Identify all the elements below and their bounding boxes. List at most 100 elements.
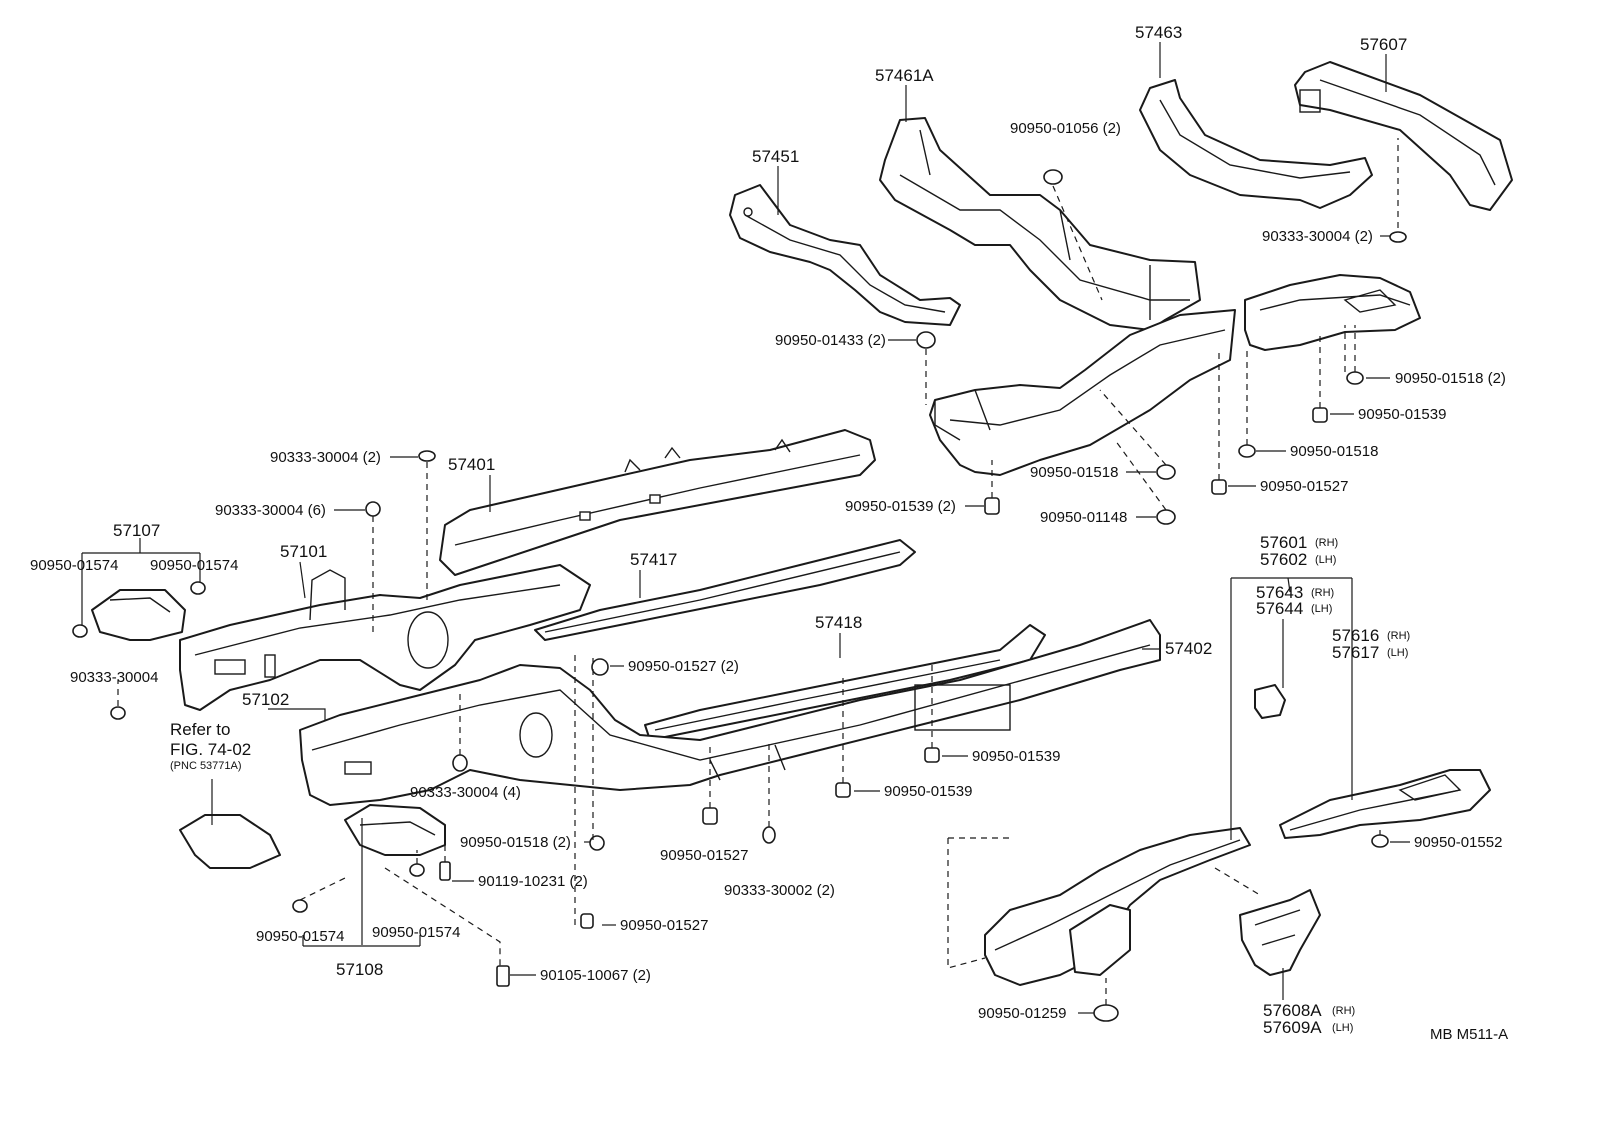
label-90950-01574-d: 90950-01574 [372, 924, 460, 941]
part-57418[interactable] [644, 624, 1046, 741]
part-labels: 57463 57607 57461A 90950-01056 (2) 57451… [30, 23, 1508, 1043]
label-57451: 57451 [752, 147, 799, 166]
fastener-9095001574-c[interactable] [292, 899, 308, 913]
fastener-9095001527-c[interactable] [702, 807, 718, 825]
fastener-9033330002[interactable] [762, 826, 776, 844]
part-57101[interactable] [179, 564, 591, 711]
label-90119-10231: 90119-10231 (2) [478, 873, 588, 890]
label-90333-30004-2-left: 90333-30004 (2) [270, 449, 381, 466]
label-57601-rh: (RH) [1315, 537, 1338, 549]
label-57461a: 57461A [875, 66, 934, 85]
label-90950-01574-c: 90950-01574 [256, 928, 344, 945]
fastener-9095001539-2[interactable] [984, 497, 1000, 515]
part-fig-74-02-bracket[interactable] [179, 814, 281, 869]
fastener-9095001574-a[interactable] [72, 624, 88, 638]
label-57643: 57643 [1256, 583, 1303, 602]
label-57608a-rh: (RH) [1332, 1005, 1355, 1017]
label-57643-rh: (RH) [1311, 587, 1334, 599]
label-pnc: (PNC 53771A) [170, 760, 242, 772]
leader-lines [81, 42, 1410, 1014]
label-90950-01518-2b: 90950-01518 (2) [460, 834, 571, 851]
label-90950-01518-r: 90950-01518 [1290, 443, 1378, 460]
fastener-9033330004-2-left[interactable] [418, 450, 436, 462]
fastener-9033330004[interactable] [110, 706, 126, 720]
part-57102[interactable] [299, 619, 1161, 806]
fastener-9095001539-r[interactable] [1312, 407, 1328, 423]
label-57609a-lh: (LH) [1332, 1022, 1353, 1034]
label-57608a: 57608A [1263, 1001, 1322, 1020]
label-57609a: 57609A [1263, 1018, 1322, 1037]
fastener-9011910231[interactable] [439, 861, 451, 881]
part-57608a[interactable] [1239, 889, 1321, 976]
label-90950-01539-r: 90950-01539 [1358, 406, 1446, 423]
label-57616: 57616 [1332, 626, 1379, 645]
fastener-9033330004-6[interactable] [365, 501, 381, 517]
fastener-9095001056[interactable] [1043, 169, 1063, 185]
label-57417: 57417 [630, 550, 677, 569]
fastener-9033330004-4[interactable] [452, 754, 468, 772]
label-57607: 57607 [1360, 35, 1407, 54]
label-90950-01527-c: 90950-01527 [660, 847, 748, 864]
label-refer-to: Refer to [170, 720, 230, 739]
fastener-9095001539-c2[interactable] [835, 782, 851, 798]
fastener-9095001527-d[interactable] [580, 913, 594, 929]
label-57644-lh: (LH) [1311, 603, 1332, 615]
part-57451[interactable] [729, 184, 961, 326]
label-90105-10067: 90105-10067 (2) [540, 967, 651, 984]
label-90333-30004: 90333-30004 [70, 669, 158, 686]
fastener-9095001518-2b[interactable] [589, 835, 605, 851]
part-57108[interactable] [344, 804, 446, 856]
label-57402: 57402 [1165, 639, 1212, 658]
part-rear-member-right[interactable] [1244, 274, 1421, 351]
label-57601: 57601 [1260, 533, 1307, 552]
part-57601[interactable] [984, 827, 1251, 986]
fastener-9095001527-r[interactable] [1211, 479, 1227, 495]
part-57607[interactable] [1294, 61, 1513, 211]
part-57643[interactable] [1254, 684, 1286, 719]
fastener-9095001518-mid[interactable] [1156, 464, 1176, 480]
label-90333-30004-4: 90333-30004 (4) [410, 784, 521, 801]
part-57107[interactable] [91, 589, 186, 641]
label-57617: 57617 [1332, 643, 1379, 662]
label-57602: 57602 [1260, 550, 1307, 569]
fastener-9095001574-b[interactable] [190, 581, 206, 595]
fastener-9095001259[interactable] [1093, 1004, 1119, 1022]
part-57461a[interactable] [879, 117, 1201, 331]
fastener-9095001552[interactable] [1371, 834, 1389, 848]
fastener-9095001518-r[interactable] [1238, 444, 1256, 458]
label-57101: 57101 [280, 542, 327, 561]
label-90950-01574-a: 90950-01574 [30, 557, 118, 574]
label-90950-01518-mid: 90950-01518 [1030, 464, 1118, 481]
label-90950-01433: 90950-01433 (2) [775, 332, 886, 349]
part-57401[interactable] [439, 429, 876, 576]
label-57401: 57401 [448, 455, 495, 474]
fastener-9095001574-d[interactable] [409, 863, 425, 877]
label-90950-01527-d: 90950-01527 [620, 917, 708, 934]
label-57616-rh: (RH) [1387, 630, 1410, 642]
part-57417[interactable] [534, 539, 916, 641]
fastener-9095001148[interactable] [1156, 509, 1176, 525]
label-90950-01527-r: 90950-01527 [1260, 478, 1348, 495]
fastener-9010510067[interactable] [496, 965, 510, 987]
label-90950-01552: 90950-01552 [1414, 834, 1502, 851]
part-57616[interactable] [1279, 769, 1491, 839]
label-57107: 57107 [113, 521, 160, 540]
fastener-9095001539-c1[interactable] [924, 747, 940, 763]
fastener-9095001433[interactable] [916, 331, 936, 349]
label-90950-01259: 90950-01259 [978, 1005, 1066, 1022]
label-90950-01527-2: 90950-01527 (2) [628, 658, 739, 675]
label-90950-01574-b: 90950-01574 [150, 557, 238, 574]
fastener-9095001518-2[interactable] [1346, 371, 1364, 385]
label-fig-74-02: FIG. 74-02 [170, 740, 251, 759]
label-90950-01148: 90950-01148 [1040, 509, 1127, 526]
label-57617-lh: (LH) [1387, 647, 1408, 659]
label-diagram-code: MB M511-A [1430, 1026, 1508, 1043]
part-rear-member-extension[interactable] [929, 309, 1236, 476]
label-90950-01056: 90950-01056 (2) [1010, 120, 1121, 137]
fastener-9033330004-top-right[interactable] [1389, 231, 1407, 243]
label-57602-lh: (LH) [1315, 554, 1336, 566]
fastener-9095001527-2[interactable] [591, 658, 609, 676]
label-90333-30004-top: 90333-30004 (2) [1262, 228, 1373, 245]
part-57463[interactable] [1139, 79, 1373, 209]
